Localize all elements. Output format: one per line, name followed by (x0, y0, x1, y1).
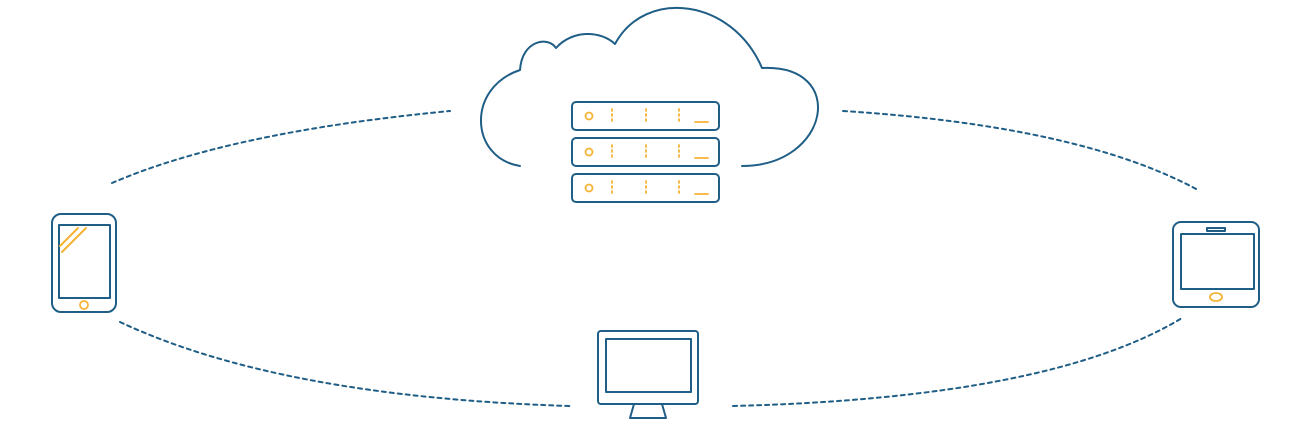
connector-phone-cloud (111, 110, 451, 184)
cloud-server-icon (480, 6, 819, 203)
connector-monitor-tablet (732, 317, 1183, 407)
server-unit-1 (571, 101, 720, 131)
smartphone-icon (51, 213, 117, 313)
monitor-icon (597, 330, 699, 419)
server-unit-3 (571, 173, 720, 203)
server-unit-2 (571, 137, 720, 167)
tablet-icon (1172, 221, 1260, 308)
connector-cloud-tablet (842, 110, 1199, 191)
cloud-outline (480, 6, 819, 167)
server-rack (571, 101, 720, 203)
connector-phone-monitor (119, 321, 571, 407)
